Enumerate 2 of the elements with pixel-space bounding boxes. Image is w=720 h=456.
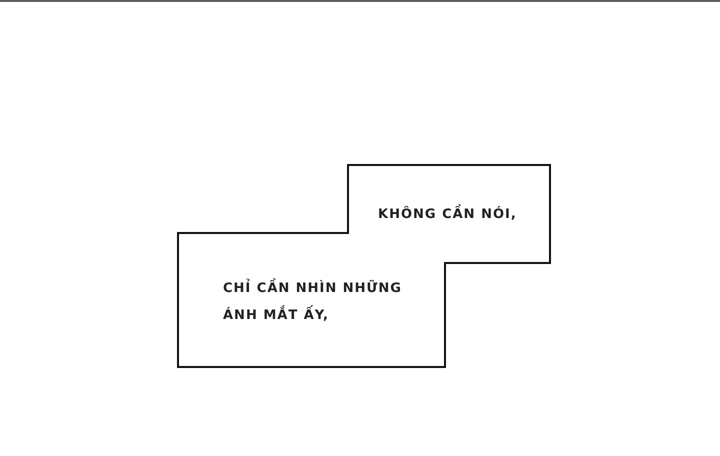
caption-text: KHÔNG CẦN NÓI, (378, 201, 548, 228)
caption-text: CHỈ CẦN NHÌN NHỮNG ÁNH MẮT ẤY, (223, 275, 433, 329)
